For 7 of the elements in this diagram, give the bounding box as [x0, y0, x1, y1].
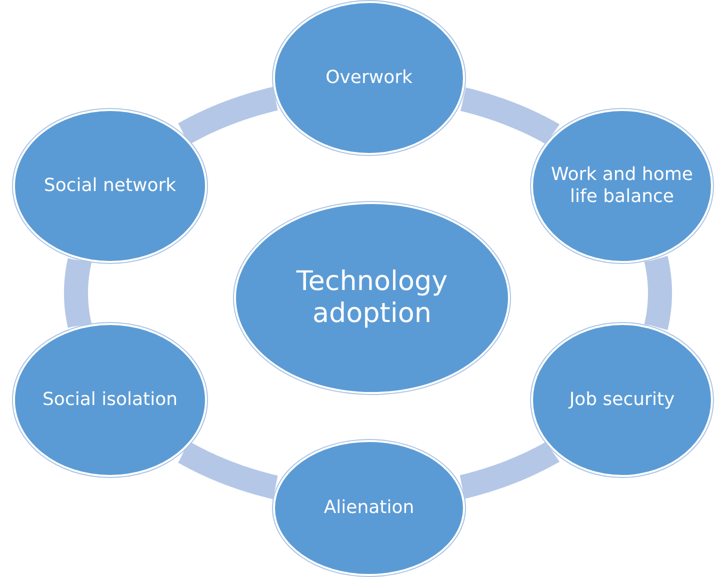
node-label: Overwork: [326, 67, 412, 89]
node-label: Job security: [569, 389, 675, 411]
node-label: Work and home life balance: [550, 164, 694, 208]
node-label: Technology adoption: [295, 266, 449, 330]
node-label: Social network: [44, 175, 176, 197]
node-label: Alienation: [324, 497, 414, 519]
node-label: Social isolation: [42, 389, 178, 411]
